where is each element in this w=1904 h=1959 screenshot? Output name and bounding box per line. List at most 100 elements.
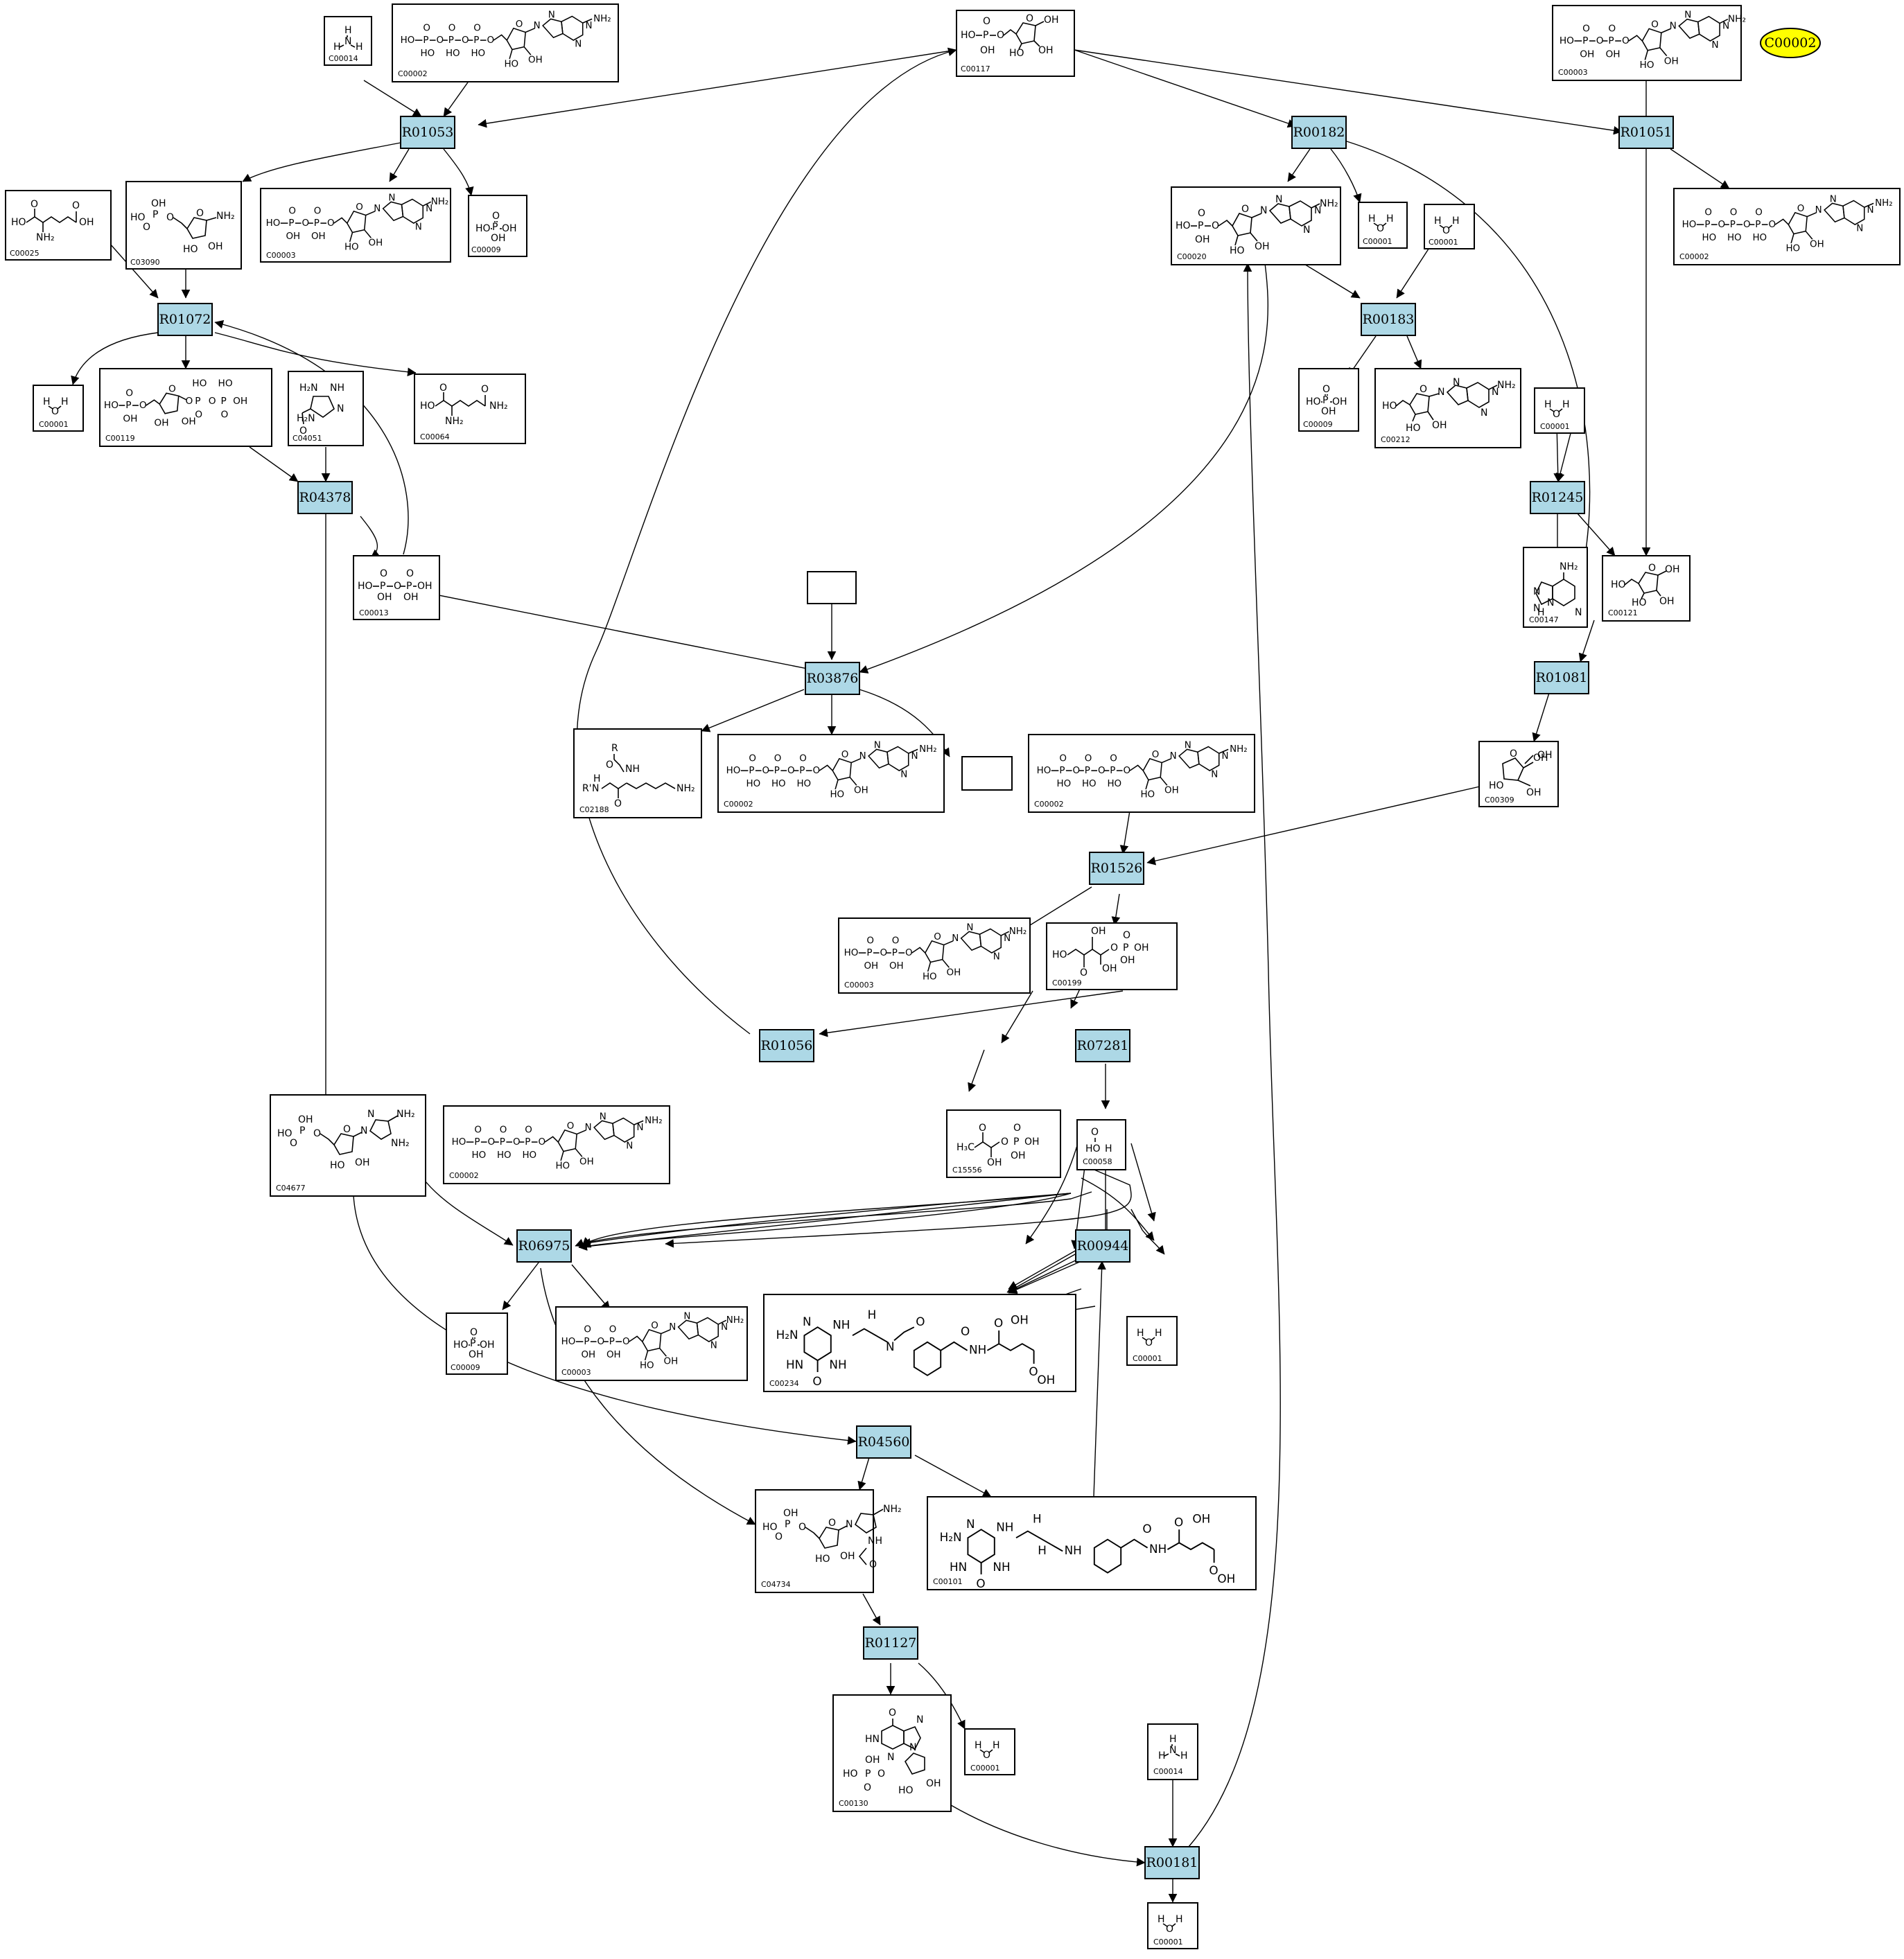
compound-node[interactable]: C04051 bbox=[288, 371, 364, 446]
compound-node[interactable]: C00002 bbox=[1673, 188, 1901, 265]
compound-node[interactable]: C00003 bbox=[555, 1306, 748, 1381]
compound-node[interactable]: C03090 bbox=[125, 181, 242, 270]
compound-node[interactable]: C00001 bbox=[33, 385, 84, 432]
edge bbox=[1081, 1177, 1155, 1241]
reaction-node[interactable]: R01245 bbox=[1530, 481, 1585, 514]
compound-id: C00130 bbox=[839, 1799, 868, 1808]
compound-node[interactable]: C00003 bbox=[1552, 5, 1747, 81]
compound-node[interactable]: C00001 bbox=[964, 1728, 1015, 1775]
edge bbox=[71, 332, 159, 385]
compound-id: C04734 bbox=[761, 1580, 791, 1589]
compound-node[interactable]: C15556 bbox=[946, 1109, 1061, 1178]
compound-node[interactable]: C00003 bbox=[838, 917, 1031, 994]
compound-id: C00212 bbox=[1381, 435, 1410, 444]
compound-node[interactable]: C04677 bbox=[270, 1094, 426, 1197]
compound-node[interactable]: C00009 bbox=[1298, 368, 1359, 432]
compound-id: C00025 bbox=[10, 249, 40, 258]
compound-node[interactable]: C00002 bbox=[443, 1105, 670, 1184]
compound-node[interactable]: C00001 bbox=[1424, 204, 1475, 249]
compound-id: C00101 bbox=[933, 1577, 963, 1586]
edge bbox=[857, 1455, 871, 1491]
edge bbox=[1576, 512, 1616, 556]
reaction-node[interactable]: R00183 bbox=[1361, 303, 1416, 336]
compound-node[interactable]: C00003 bbox=[260, 188, 451, 263]
compound-node[interactable]: C00058 bbox=[1076, 1119, 1126, 1170]
compound-node[interactable]: C00002 bbox=[1028, 734, 1255, 813]
reaction-node[interactable]: R03876 bbox=[805, 662, 860, 695]
compound-node[interactable]: C00009 bbox=[468, 195, 527, 257]
compound-node[interactable]: C00147 bbox=[1523, 547, 1588, 628]
compound-id: C00003 bbox=[266, 251, 296, 260]
compound-node[interactable]: C00002 bbox=[392, 3, 619, 82]
compound-node[interactable]: C00020 bbox=[1171, 186, 1341, 265]
reaction-node[interactable]: R06975 bbox=[516, 1229, 572, 1263]
reaction-label: R00181 bbox=[1146, 1855, 1198, 1870]
compound-node[interactable]: C00117 bbox=[956, 10, 1075, 77]
compound-node[interactable]: C00001 bbox=[1126, 1316, 1178, 1366]
reaction-node[interactable]: R00944 bbox=[1075, 1229, 1130, 1263]
empty-compound-node[interactable] bbox=[807, 571, 857, 604]
compound-id: C00309 bbox=[1485, 796, 1514, 805]
edge bbox=[540, 1267, 756, 1525]
edge bbox=[1008, 1260, 1082, 1294]
compound-id: C00002 bbox=[449, 1171, 479, 1180]
reaction-node[interactable]: R01526 bbox=[1089, 852, 1144, 885]
compound-node[interactable]: C04734 bbox=[755, 1489, 902, 1593]
reaction-edges bbox=[71, 47, 1730, 1903]
edge bbox=[1093, 1260, 1106, 1497]
compound-node[interactable]: C00101 bbox=[927, 1496, 1257, 1592]
compound-node[interactable]: C00009 bbox=[446, 1312, 508, 1375]
compound-node[interactable]: C00121 bbox=[1602, 555, 1691, 622]
reaction-label: R00183 bbox=[1363, 312, 1415, 327]
reaction-node[interactable]: R01053 bbox=[400, 116, 455, 149]
compound-node[interactable]: C00002 bbox=[717, 734, 945, 813]
edge bbox=[665, 1163, 1132, 1248]
compound-node[interactable]: C00234 bbox=[763, 1294, 1076, 1392]
compound-node[interactable]: C00025 bbox=[5, 190, 112, 261]
compound-id: C00058 bbox=[1083, 1157, 1112, 1166]
compound-node[interactable]: C00119 bbox=[99, 368, 272, 447]
reaction-node[interactable]: R01127 bbox=[863, 1626, 918, 1660]
compound-id: C00199 bbox=[1052, 978, 1082, 987]
edge bbox=[914, 1455, 992, 1497]
reaction-node[interactable]: R04560 bbox=[856, 1425, 911, 1459]
reaction-node[interactable]: R00182 bbox=[1291, 116, 1347, 149]
highlighted-compound-label: C00002 bbox=[1765, 35, 1817, 51]
edge bbox=[1578, 620, 1595, 662]
compound-node[interactable]: C00013 bbox=[353, 555, 440, 620]
compound-id: C00001 bbox=[1363, 237, 1392, 246]
edge bbox=[478, 49, 957, 128]
compound-node[interactable]: C00309 bbox=[1478, 741, 1559, 807]
edge bbox=[582, 1193, 1072, 1247]
compound-id: C00001 bbox=[1429, 238, 1458, 247]
empty-compound-node[interactable] bbox=[961, 756, 1013, 791]
compound-node[interactable]: C00014 bbox=[324, 16, 372, 66]
reaction-node[interactable]: R01056 bbox=[759, 1029, 814, 1062]
compound-node[interactable]: C02188 bbox=[573, 728, 702, 818]
edge bbox=[214, 332, 417, 377]
compound-node[interactable]: C00130 bbox=[832, 1694, 952, 1812]
compound-node[interactable]: C00001 bbox=[1147, 1902, 1198, 1949]
highlighted-compound[interactable]: C00002 bbox=[1760, 28, 1821, 58]
reaction-node[interactable]: R07281 bbox=[1075, 1029, 1130, 1062]
compound-id: C00001 bbox=[970, 1764, 1000, 1773]
reaction-node[interactable]: R04378 bbox=[297, 481, 353, 514]
compound-node[interactable]: C00199 bbox=[1046, 922, 1178, 990]
compound-id: C00121 bbox=[1608, 608, 1638, 617]
compound-id: C04051 bbox=[292, 434, 322, 443]
compound-node[interactable]: C00064 bbox=[414, 374, 526, 444]
compound-node[interactable]: C00014 bbox=[1147, 1723, 1198, 1780]
edge bbox=[1074, 49, 1623, 135]
reaction-node[interactable]: R00181 bbox=[1144, 1846, 1200, 1879]
compound-node[interactable]: C00001 bbox=[1534, 387, 1585, 434]
edge bbox=[701, 689, 805, 732]
compound-id: C00002 bbox=[1679, 252, 1709, 261]
reaction-node[interactable]: R01051 bbox=[1618, 116, 1674, 149]
reaction-node[interactable]: R01081 bbox=[1534, 661, 1589, 694]
reaction-node[interactable]: R01072 bbox=[157, 303, 213, 336]
reaction-label: R00944 bbox=[1077, 1238, 1129, 1254]
edge bbox=[1001, 990, 1033, 1044]
compound-node[interactable]: C00001 bbox=[1358, 202, 1408, 249]
compound-node[interactable]: C00212 bbox=[1374, 368, 1521, 448]
